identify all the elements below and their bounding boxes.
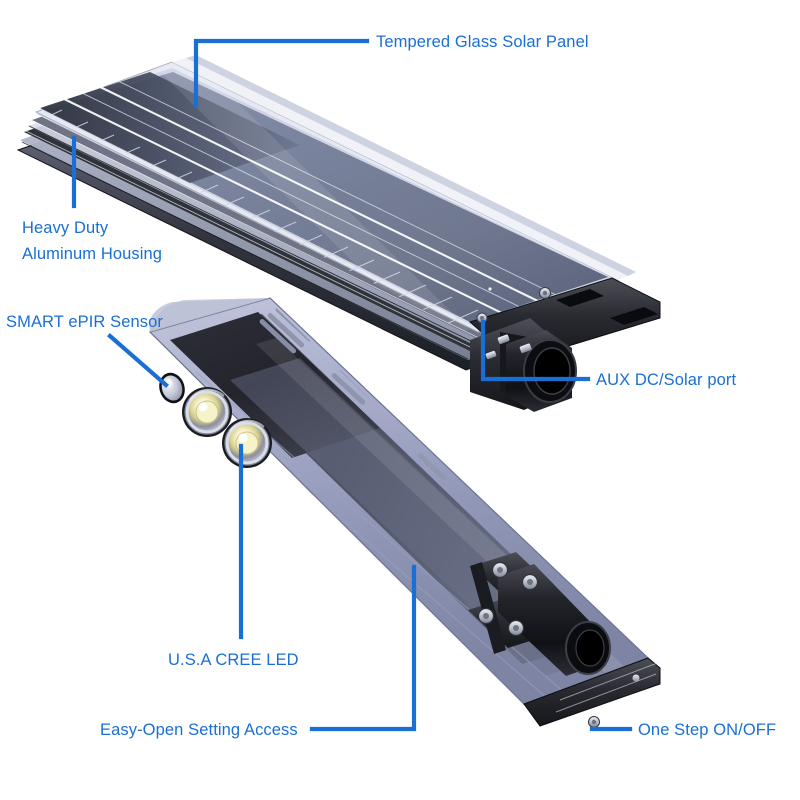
callout-text: Easy-Open Setting Access [100, 721, 298, 739]
callout-text: U.S.A CREE LED [168, 651, 299, 669]
vent-slots-right-2 [331, 355, 390, 405]
vent-slots-left-3 [253, 473, 297, 518]
vent-slots-left-2 [185, 417, 245, 474]
panel-end-bracket [468, 277, 661, 363]
cree-led-module-2 [222, 418, 272, 468]
leader-easy-open-setting-access [309, 564, 417, 732]
callout-text-line-2: Aluminum Housing [22, 244, 163, 263]
leader-smart-epir-sensor [107, 333, 169, 388]
callout-text-line-1: Heavy Duty [22, 219, 109, 237]
vent-slots-left [150, 373, 204, 441]
callout-text: One Step ON/OFF [638, 721, 777, 739]
pir-sensor-dome [159, 372, 185, 404]
callout-leader-lines [71, 38, 633, 732]
vent-slots-left-4 [315, 541, 356, 584]
vent-slots-right-3 [417, 441, 463, 481]
lamp-pole-mount-bracket [468, 552, 611, 676]
callout-text: AUX DC/Solar port [596, 371, 737, 389]
leader-tempered-glass-solar-panel [193, 38, 370, 108]
callout-label-heavy-duty-aluminum-housing: Heavy Duty Aluminum Housing [22, 216, 222, 267]
callout-label-aux-dc-solar-port: AUX DC/Solar port [596, 368, 736, 394]
callout-label-smart-epir-sensor: SMART ePIR Sensor [6, 310, 163, 336]
callout-label-tempered-glass-solar-panel: Tempered Glass Solar Panel [376, 30, 589, 56]
callout-label-one-step-on-off: One Step ON/OFF [638, 718, 776, 744]
cree-led-module-1 [182, 387, 232, 437]
callout-text: Tempered Glass Solar Panel [376, 33, 589, 51]
callout-text: SMART ePIR Sensor [6, 313, 163, 331]
panel-pole-mount [470, 318, 577, 412]
panel-top-rail [172, 55, 636, 280]
callout-label-usa-cree-led: U.S.A CREE LED [168, 648, 299, 674]
leader-aux-dc-solar-port [480, 319, 591, 382]
vent-slots-right [259, 301, 321, 354]
callout-label-easy-open-setting-access: Easy-Open Setting Access [100, 718, 298, 744]
